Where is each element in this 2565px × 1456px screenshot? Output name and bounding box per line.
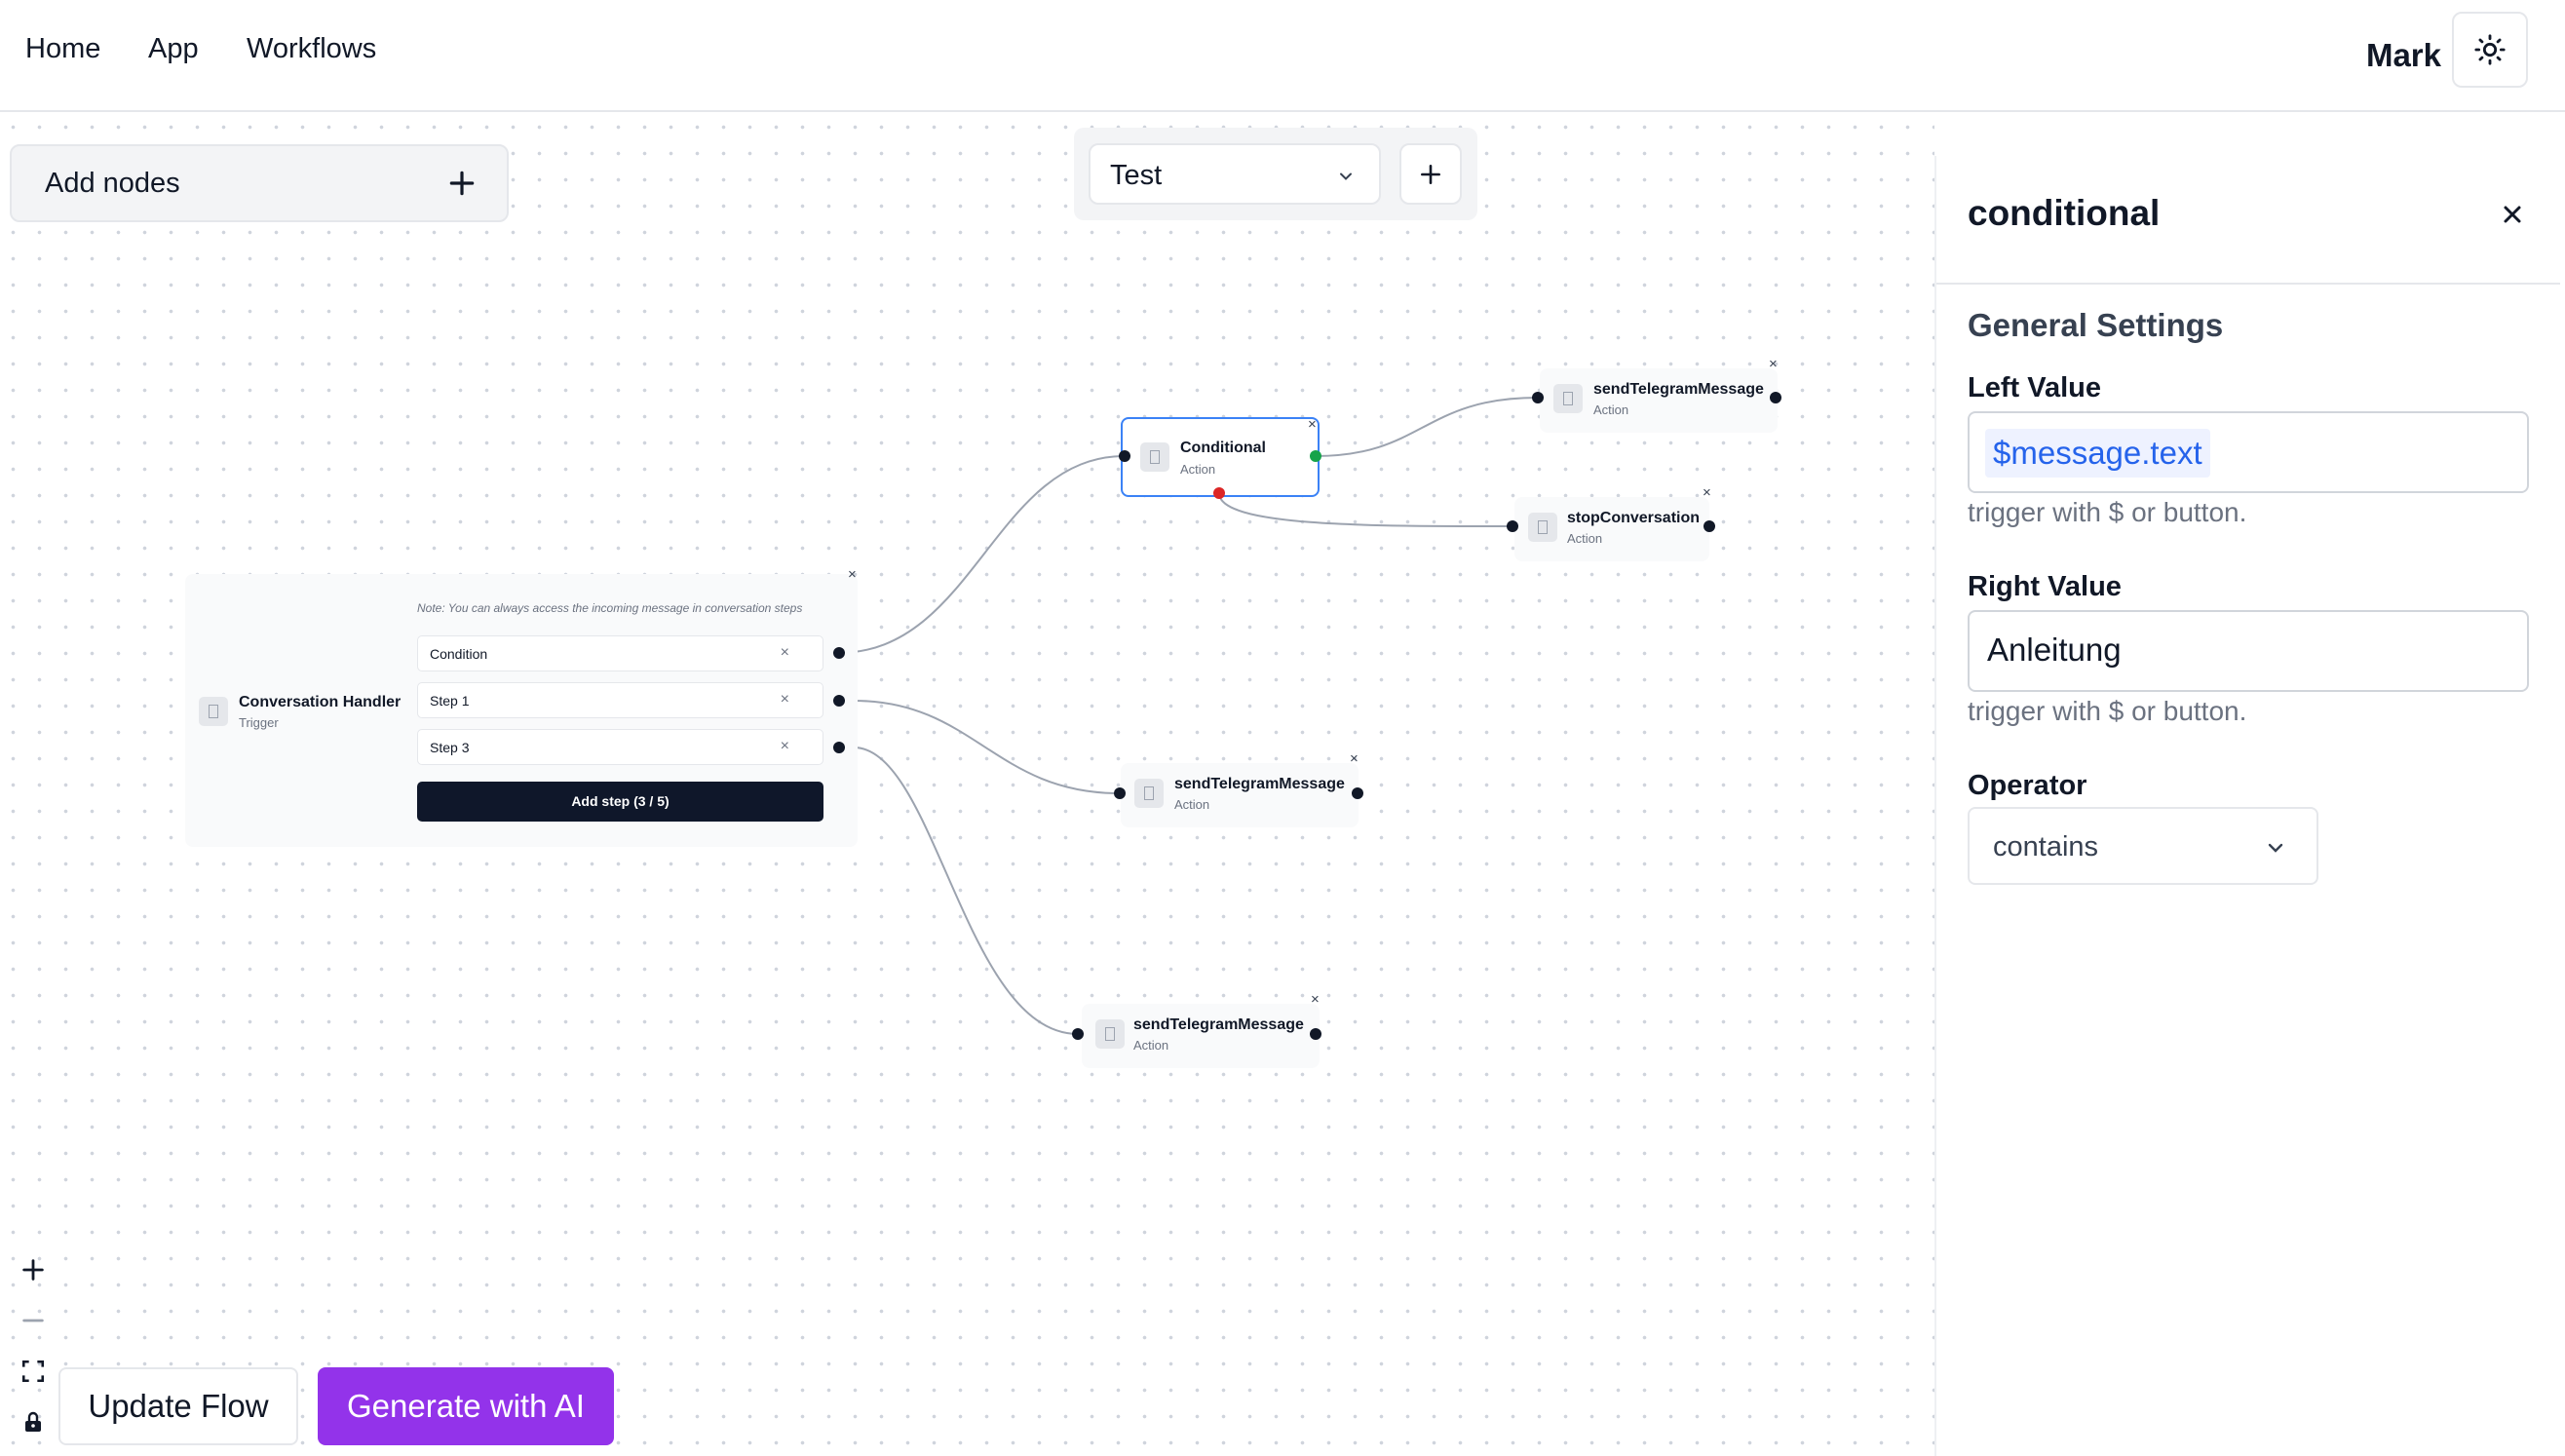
output-handle[interactable] [833, 695, 845, 707]
node-icon [1140, 442, 1169, 472]
left-value-hint: trigger with $ or button. [1968, 497, 2247, 527]
add-flow-button[interactable] [1399, 143, 1462, 205]
output-handle[interactable] [1352, 787, 1363, 799]
delete-node-icon[interactable]: × [1769, 356, 1778, 372]
remove-step-icon[interactable]: × [780, 644, 789, 661]
node-icon [1553, 384, 1583, 413]
node-subtitle: Trigger [239, 715, 279, 730]
remove-step-icon[interactable]: × [780, 738, 789, 754]
conversation-note: Note: You can always access the incoming… [417, 601, 803, 615]
node-subtitle: Action [1593, 402, 1629, 417]
add-nodes-label: Add nodes [45, 168, 180, 199]
send-telegram-node[interactable]: × sendTelegramMessage Action [1082, 992, 1320, 1068]
node-subtitle: Action [1174, 797, 1210, 812]
input-handle[interactable] [1507, 520, 1518, 532]
flow-select-value: Test [1110, 160, 1163, 191]
right-value-text: Anleitung [1987, 632, 2122, 668]
sun-icon [2474, 34, 2506, 65]
lock-icon [25, 1411, 41, 1432]
right-value-hint: trigger with $ or button. [1968, 696, 2247, 726]
add-step-button[interactable]: Add step (3 / 5) [417, 782, 823, 822]
operator-label: Operator [1968, 770, 2087, 801]
fit-view-icon [21, 1360, 45, 1383]
input-handle[interactable] [1532, 392, 1544, 403]
send-telegram-node[interactable]: × sendTelegramMessage Action [1121, 751, 1359, 827]
node-icon [1095, 1019, 1125, 1049]
zoom-out-button[interactable] [10, 1296, 57, 1345]
false-output-handle[interactable] [1213, 487, 1225, 499]
canvas-controls [10, 1245, 57, 1446]
node-title: sendTelegramMessage [1133, 1016, 1304, 1033]
node-title: sendTelegramMessage [1593, 381, 1764, 398]
left-value-label: Left Value [1968, 372, 2101, 403]
step-label: Condition [430, 646, 488, 662]
operator-value: contains [1993, 831, 2099, 862]
node-subtitle: Action [1133, 1038, 1169, 1053]
send-telegram-node[interactable]: × sendTelegramMessage Action [1540, 357, 1778, 433]
step-field[interactable]: Step 3 × [417, 729, 823, 765]
right-value-label: Right Value [1968, 571, 2122, 602]
input-handle[interactable] [1119, 450, 1130, 462]
delete-node-icon[interactable]: × [1311, 991, 1320, 1008]
panel-divider [1936, 283, 2560, 285]
top-navbar: Home App Workflows Mark [0, 0, 2565, 112]
delete-node-icon[interactable]: × [848, 566, 857, 583]
input-handle[interactable] [1072, 1028, 1084, 1040]
chevron-down-icon [1340, 172, 1352, 180]
delete-node-icon[interactable]: × [1308, 416, 1317, 433]
plus-icon [1421, 164, 1440, 184]
flow-toolbar: Test [1074, 128, 1477, 220]
node-title: Conversation Handler [239, 694, 402, 710]
node-subtitle: Action [1180, 462, 1216, 477]
minus-icon [22, 1319, 44, 1322]
nav-app-link[interactable]: App [148, 33, 199, 64]
output-handle[interactable] [833, 647, 845, 659]
node-icon [1528, 513, 1557, 542]
section-title: General Settings [1968, 307, 2224, 343]
nav-workflows-link[interactable]: Workflows [247, 33, 377, 64]
close-icon[interactable] [2501, 203, 2524, 226]
panel-title: conditional [1968, 193, 2161, 233]
operator-select[interactable]: contains [1968, 807, 2318, 885]
output-handle[interactable] [1704, 520, 1715, 532]
zoom-in-button[interactable] [10, 1245, 57, 1294]
left-value-input[interactable]: $message.text [1968, 411, 2529, 493]
user-name[interactable]: Mark [2365, 37, 2441, 73]
update-flow-button[interactable]: Update Flow [58, 1367, 298, 1445]
variable-token[interactable]: $message.text [1985, 429, 2210, 478]
right-value-input[interactable]: Anleitung [1968, 610, 2529, 692]
stop-conversation-node[interactable]: × stopConversation Action [1514, 485, 1711, 561]
chevron-down-icon [2268, 843, 2283, 853]
node-icon [1134, 779, 1164, 808]
step-label: Step 1 [430, 693, 470, 709]
flow-select[interactable]: Test [1089, 143, 1381, 205]
plus-icon [22, 1259, 44, 1281]
node-settings-panel: conditional General Settings Left Value … [1934, 156, 2560, 1456]
true-output-handle[interactable] [1310, 450, 1321, 462]
theme-toggle-button[interactable] [2452, 12, 2528, 88]
add-nodes-panel[interactable]: Add nodes [10, 144, 509, 222]
step-label: Step 3 [430, 740, 470, 755]
fit-view-button[interactable] [10, 1347, 57, 1396]
delete-node-icon[interactable]: × [1703, 484, 1711, 501]
generate-with-ai-button[interactable]: Generate with AI [318, 1367, 614, 1445]
step-field[interactable]: Condition × [417, 635, 823, 671]
plus-icon[interactable] [446, 168, 478, 199]
delete-node-icon[interactable]: × [1350, 750, 1359, 767]
node-title: Conditional [1180, 440, 1266, 456]
node-subtitle: Action [1567, 531, 1603, 546]
node-title: stopConversation [1567, 510, 1701, 526]
lock-button[interactable] [10, 1398, 57, 1446]
output-handle[interactable] [833, 742, 845, 753]
input-handle[interactable] [1114, 787, 1126, 799]
conditional-node[interactable]: × Conditional Action [1121, 417, 1320, 497]
nav-home-link[interactable]: Home [25, 33, 101, 64]
step-field[interactable]: Step 1 × [417, 682, 823, 718]
remove-step-icon[interactable]: × [780, 691, 789, 708]
node-icon [199, 697, 228, 726]
output-handle[interactable] [1770, 392, 1781, 403]
node-title: sendTelegramMessage [1174, 776, 1345, 792]
output-handle[interactable] [1310, 1028, 1321, 1040]
